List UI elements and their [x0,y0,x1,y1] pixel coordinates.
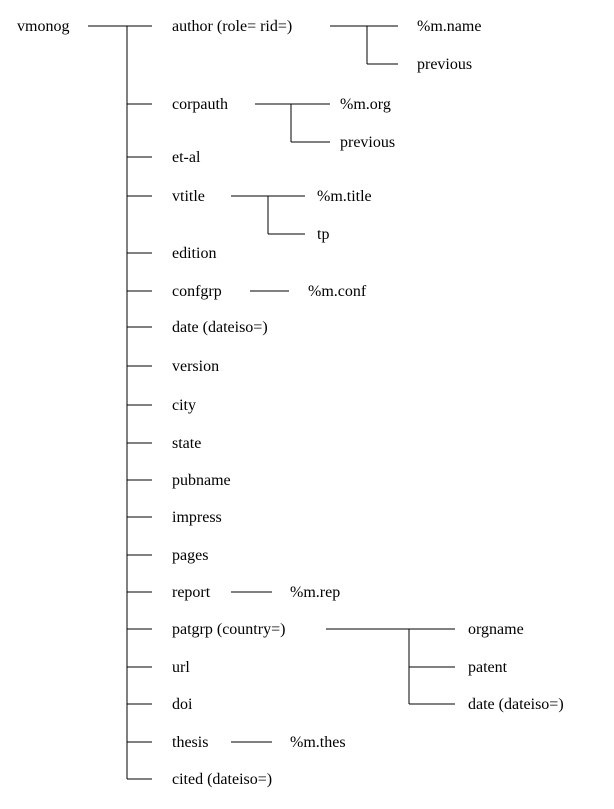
node-confgrp-m-conf: %m.conf [308,283,367,300]
vtitle-branch-lines [231,195,305,235]
node-patgrp-orgname: orgname [468,621,524,638]
node-author-previous: previous [417,56,472,73]
node-patgrp: patgrp (country=) [172,621,285,638]
node-date: date (dateiso=) [172,319,268,336]
node-vtitle: vtitle [172,188,205,205]
node-pages: pages [172,547,208,564]
node-et-al: et-al [172,149,201,166]
node-corpauth: corpauth [172,96,228,113]
node-author-m-name: %m.name [417,18,481,35]
node-report-m-rep: %m.rep [290,584,340,601]
node-impress: impress [172,509,222,526]
node-patgrp-patent: patent [468,659,508,676]
node-thesis-m-thes: %m.thes [290,734,346,751]
node-state: state [172,435,201,452]
node-pubname: pubname [172,472,231,489]
node-corpauth-m-org: %m.org [340,96,391,113]
node-doi: doi [172,696,193,713]
corpauth-branch-lines [255,103,330,143]
node-corpauth-previous: previous [340,134,395,151]
root-node: vmonog [17,18,69,35]
node-confgrp: confgrp [172,283,222,300]
node-cited: cited (dateiso=) [172,771,272,788]
node-city: city [172,397,196,414]
node-vtitle-m-title: %m.title [317,188,372,205]
node-version: version [172,358,219,375]
node-report: report [172,584,211,601]
node-vtitle-tp: tp [317,226,329,243]
author-branch-lines [330,25,398,65]
node-edition: edition [172,245,216,262]
node-patgrp-date: date (dateiso=) [468,696,564,713]
level1-branches [127,103,152,780]
node-thesis: thesis [172,734,208,751]
patgrp-branch-lines [326,628,455,705]
node-author: author (role= rid=) [172,18,292,35]
node-url: url [172,659,190,676]
